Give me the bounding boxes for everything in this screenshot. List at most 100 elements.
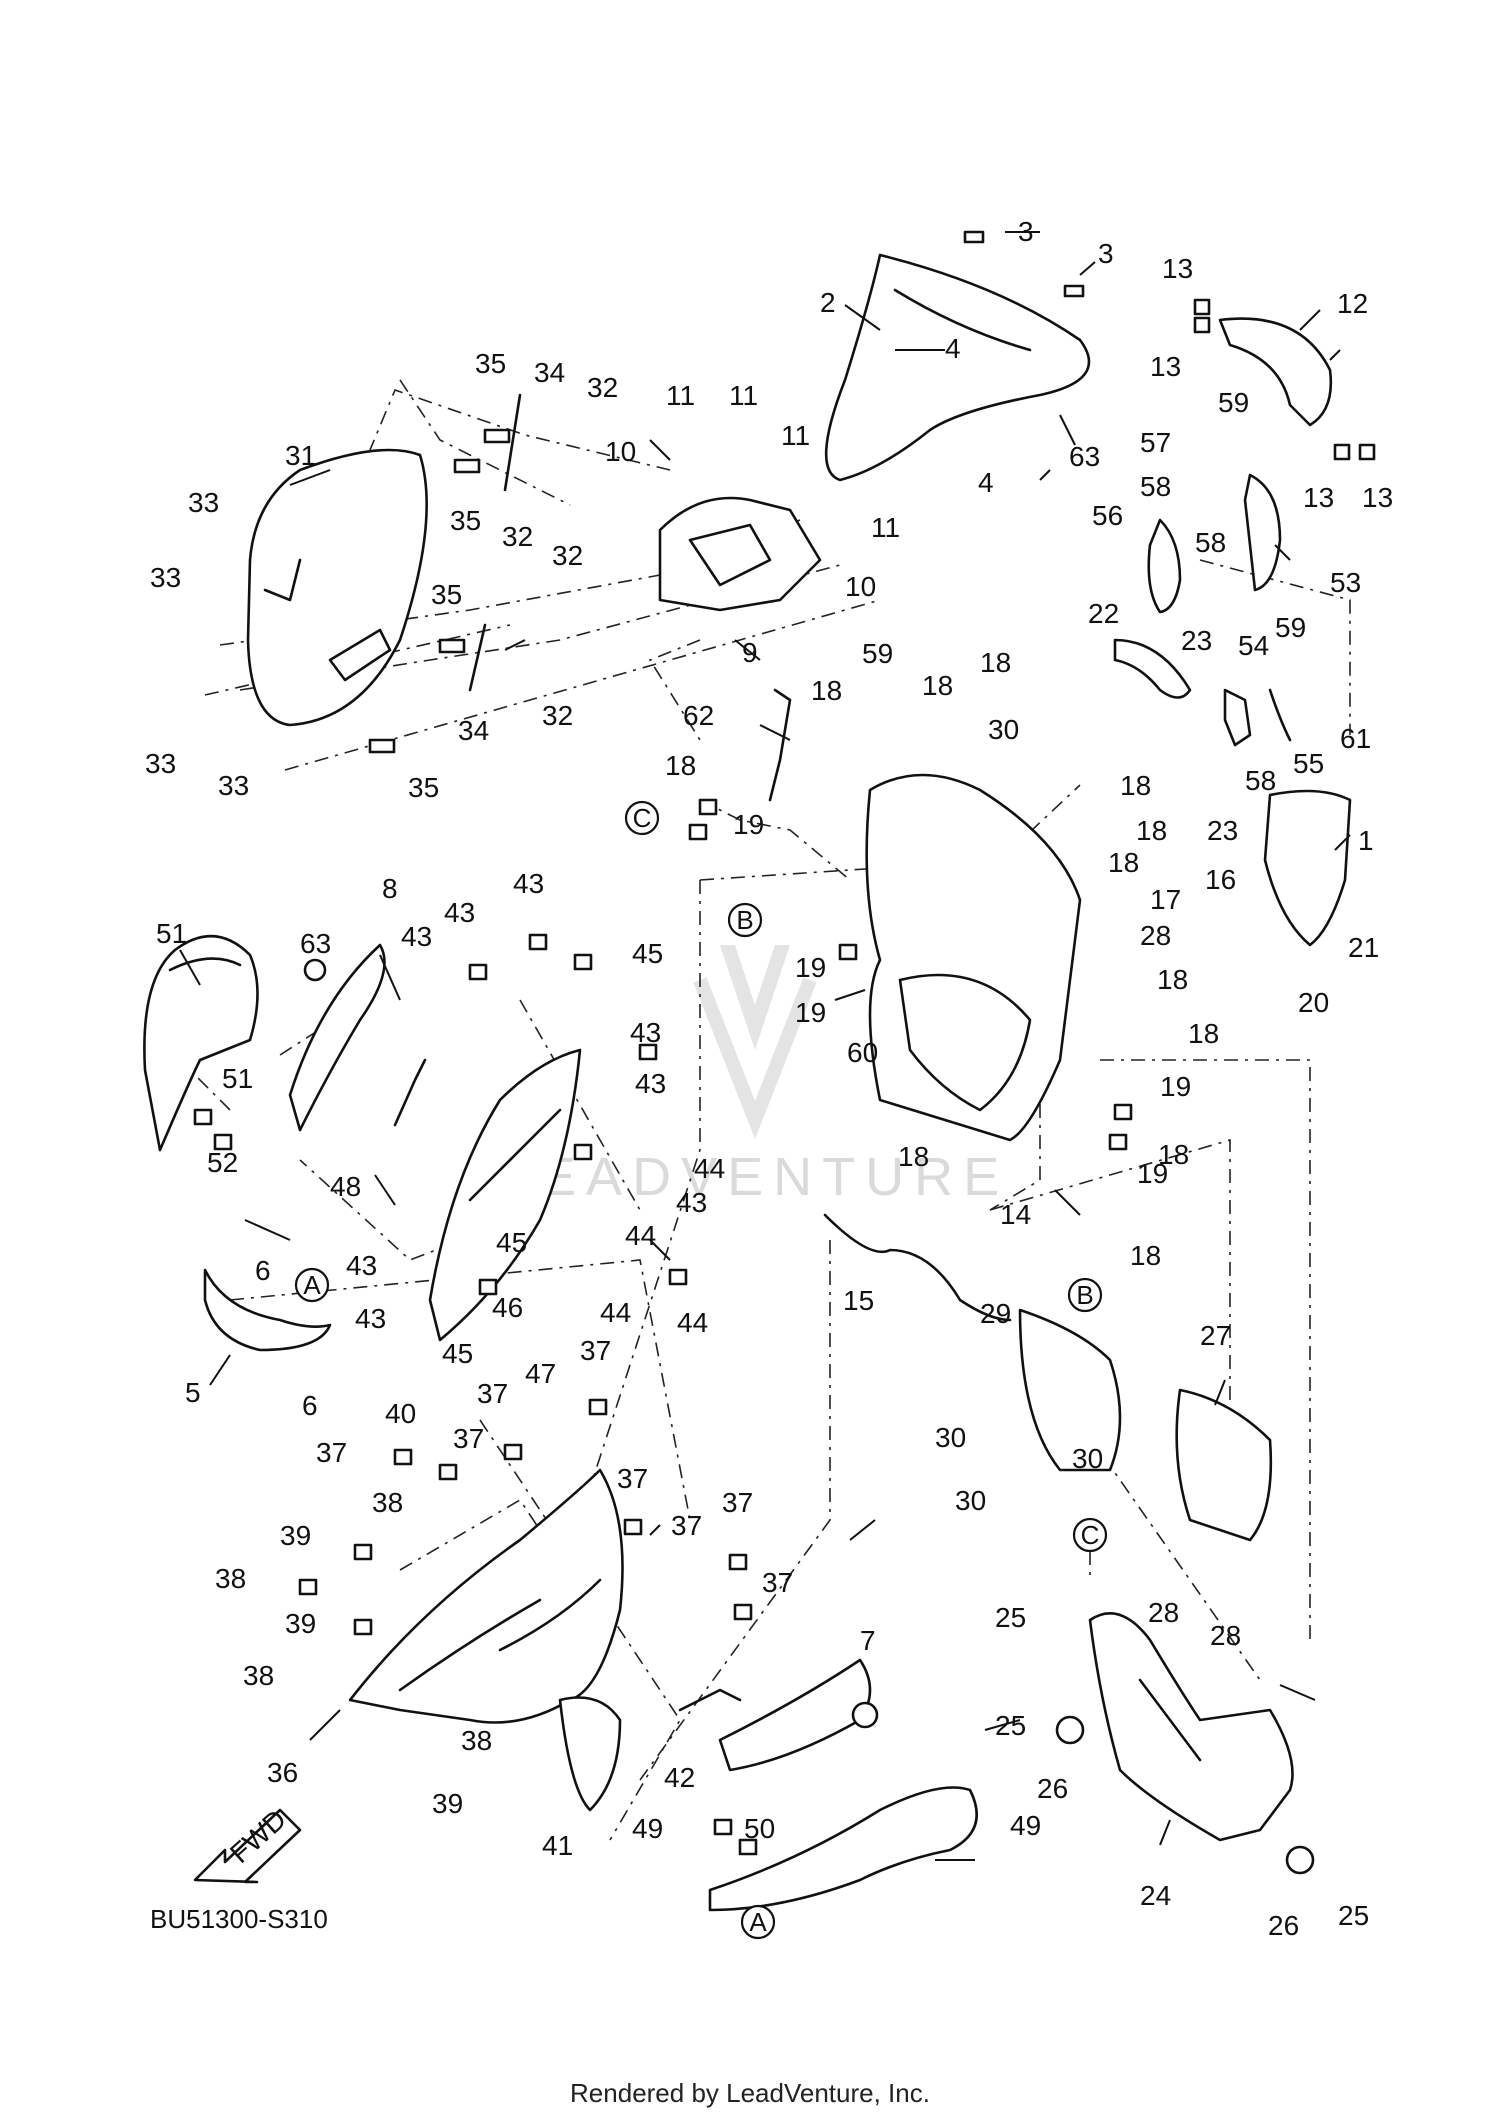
part-label: 6 [255,1255,271,1286]
reference-marker-b-lower: B [1067,1277,1103,1313]
windscreen-31 [246,448,428,727]
part-label: 17 [1150,884,1181,915]
svg-text:C: C [633,803,652,833]
part-label: 61 [1340,723,1371,754]
part-label: 23 [1207,815,1238,846]
part-label: 33 [150,562,181,593]
part-label: 56 [1092,500,1123,531]
side-trim-8 [288,943,386,1132]
part-label: 12 [1337,288,1368,319]
part-label: 36 [267,1757,298,1788]
part-label: 43 [444,897,475,928]
part-label: 43 [513,868,544,899]
damper-26-right [1285,1845,1315,1875]
part-label: 19 [795,997,826,1028]
bracket-9 [658,496,822,612]
side-cover-50 [143,934,259,1152]
reference-marker-c-lower: C [1072,1517,1108,1553]
part-label: 39 [285,1608,316,1639]
part-label: 31 [285,440,316,471]
reference-marker-a-left: A [294,1267,330,1303]
part-label: 60 [847,1037,878,1068]
bracket-61 [768,688,792,802]
part-label: 53 [1330,567,1361,598]
part-label: 18 [898,1141,929,1172]
duct-29 [1018,1308,1122,1472]
part-label: 37 [453,1423,484,1454]
mirror-bracket-12 [1218,317,1333,427]
part-label: 35 [408,772,439,803]
part-label: 48 [330,1171,361,1202]
cable-47 [393,1058,427,1127]
side-panel-1 [1263,789,1352,947]
part-label: 45 [496,1227,527,1258]
clip-54 [1268,688,1292,742]
part-label: 38 [372,1487,403,1518]
part-label: 10 [845,571,876,602]
part-label: 37 [722,1487,753,1518]
part-label: 59 [1218,387,1249,418]
fwd-direction-arrow: FWD [193,1803,302,1884]
part-label: 11 [666,380,695,411]
part-label: 34 [534,357,565,388]
part-label: 18 [1120,770,1151,801]
part-label: 19 [795,952,826,983]
part-label: 44 [600,1297,631,1328]
part-label: 38 [215,1563,246,1594]
part-label: 43 [401,921,432,952]
part-label: 35 [450,505,481,536]
reflector-55 [1147,518,1182,614]
part-label: 28 [1140,920,1171,951]
part-label: 44 [625,1220,656,1251]
part-label: 13 [1150,351,1181,382]
part-label: 59 [862,638,893,669]
part-label: 30 [988,714,1019,745]
part-label: 11 [729,380,758,411]
part-label: 63 [1069,441,1100,472]
part-label: 18 [1157,964,1188,995]
leader-lines [179,231,1351,1861]
part-label: 1 [1358,825,1374,856]
part-label: 18 [1188,1018,1219,1049]
strut-34-lower [468,623,487,692]
part-label: 63 [300,928,331,959]
footer-credit: Rendered by LeadVenture, Inc. [570,2078,930,2108]
part-label: 57 [1140,427,1171,458]
part-label: 25 [1338,1900,1369,1931]
part-label: 13 [1162,253,1193,284]
part-label: 18 [665,750,696,781]
front-fairing-42 [428,1048,582,1342]
svg-text:B: B [1076,1280,1093,1310]
part-label: 44 [677,1307,708,1338]
part-label: 19 [1137,1158,1168,1189]
part-label: 20 [1298,987,1329,1018]
part-label: 25 [995,1602,1026,1633]
part-label: 30 [955,1485,986,1516]
part-label: 3 [1098,238,1114,269]
part-label: 37 [762,1567,793,1598]
part-label: 21 [1348,932,1379,963]
part-label: 37 [316,1437,347,1468]
part-label: 13 [1362,482,1393,513]
part-label: 43 [346,1250,377,1281]
part-label: 58 [1140,471,1171,502]
part-label: 59 [1275,612,1306,643]
part-label: 37 [617,1463,648,1494]
part-label: 55 [1293,748,1324,779]
part-label: 30 [935,1422,966,1453]
part-label: 28 [1148,1597,1179,1628]
lower-trim-5 [203,1268,332,1352]
reference-marker-a-bottom: A [740,1904,776,1940]
part-label: 2 [820,287,836,318]
part-label: 38 [243,1660,274,1691]
part-label: 35 [431,579,462,610]
panel-22 [1113,638,1192,699]
part-label: 11 [781,420,810,451]
part-label: 9 [742,637,758,668]
side-trim-7 [718,1658,872,1772]
part-label: 7 [860,1625,876,1656]
reference-marker-b-upper: B [727,902,763,938]
lower-cowl-36 [348,1468,624,1724]
bracket-53 [1223,688,1252,747]
part-label: 18 [811,675,842,706]
